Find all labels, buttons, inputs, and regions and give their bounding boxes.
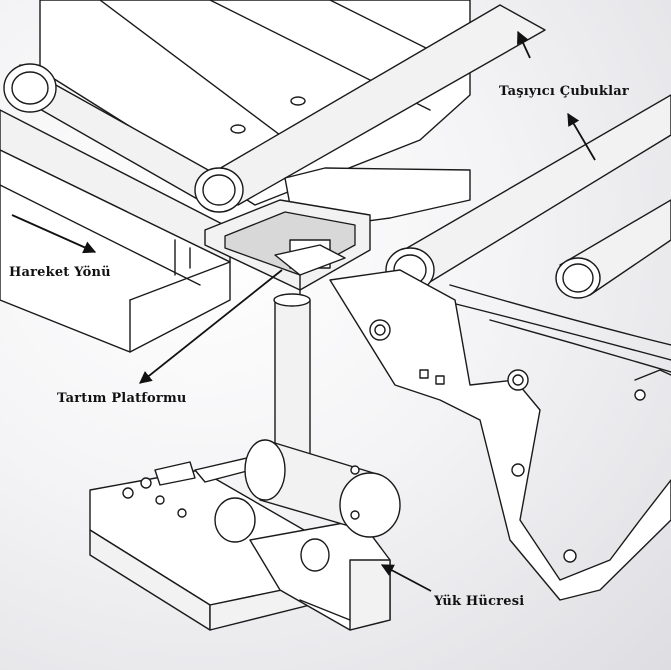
label-weighing-platform: Tartım Platformu	[57, 391, 187, 406]
left-conveyor-body	[0, 109, 231, 353]
carrier-rods-arrow-up	[517, 30, 531, 59]
hanger-plate	[329, 269, 671, 601]
label-load-cell: Yük Hücresi	[434, 594, 525, 609]
carrier-rods-arrow-down	[567, 112, 596, 161]
load-cell-cylinder	[244, 439, 401, 538]
left-carrier-rod	[3, 63, 236, 213]
right-carrier-rod-2	[555, 199, 671, 299]
right-conveyor-belt	[439, 284, 671, 373]
center-carrier-rod	[194, 4, 546, 213]
load-cell-arrow	[380, 564, 432, 592]
weighing-platform	[204, 167, 471, 296]
label-movement-direction: Hareket Yönü	[9, 265, 111, 280]
movement-direction-arrow	[11, 214, 97, 254]
support-post	[273, 293, 311, 461]
annotation-arrows	[11, 30, 596, 592]
label-carrier-rods: Taşıyıcı Çubuklar	[499, 84, 629, 99]
weighing-platform-arrow	[139, 269, 283, 384]
load-cell-base	[89, 454, 391, 631]
